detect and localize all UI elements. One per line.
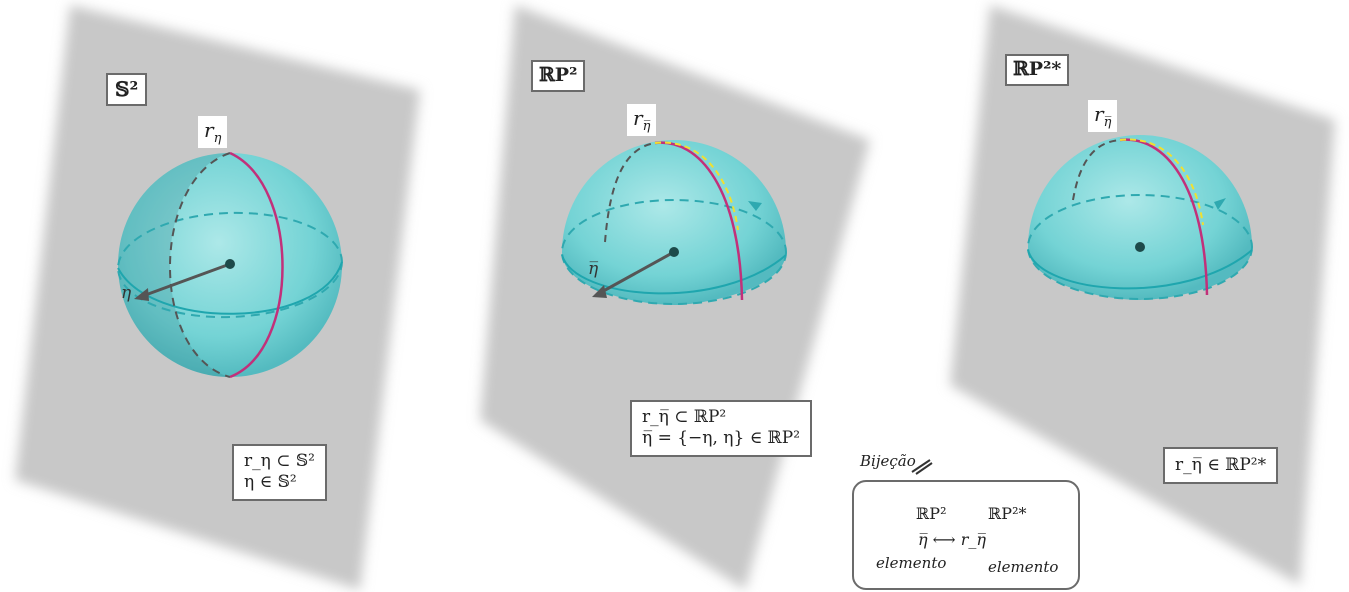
curve-label-2-base: r <box>633 106 643 130</box>
equator-3-back <box>1027 194 1253 300</box>
arrow-2 <box>748 201 762 211</box>
equator-2-front <box>561 254 787 295</box>
vector-2 <box>597 250 675 296</box>
arc-3-highlight <box>1119 138 1204 226</box>
space-label-rp2-text: ℝP² <box>539 64 578 86</box>
curve-label-3-base: r <box>1094 102 1104 126</box>
bijection-left-kind: elemento <box>876 554 947 572</box>
bijection-map: η̅ ⟷ r_η̅ <box>918 530 986 549</box>
great-circle-1-back <box>169 152 231 378</box>
panel-sphere <box>15 5 420 590</box>
bijection-box: ℝP² ℝP²* η̅ ⟷ r_η̅ elemento elemento <box>852 480 1080 590</box>
caption-2-line-1: r_η̅ ⊂ ℝP² <box>642 407 727 427</box>
arc-2-back <box>604 142 656 243</box>
caption-1: r_η ⊂ 𝕊² η ∈ 𝕊² <box>232 444 327 501</box>
bijection-right-kind: elemento <box>988 558 1059 576</box>
curve-label-1: rη <box>198 116 228 148</box>
equator-1-back <box>117 211 343 319</box>
vector-label-2-text: η̅ <box>588 259 599 279</box>
equator-3-front <box>1027 249 1253 290</box>
hemisphere-3 <box>1028 135 1252 300</box>
curve-label-2-sub: η̅ <box>642 119 651 134</box>
bijection-title: Bijeção <box>860 452 916 470</box>
great-circle-1 <box>229 151 284 379</box>
arc-2 <box>654 141 744 301</box>
bijection-title-text: Bijeção <box>860 452 916 470</box>
vector-2-head <box>592 285 607 298</box>
bijection-right-space: ℝP²* <box>988 504 1027 523</box>
space-label-rp2: ℝP² <box>531 60 586 92</box>
arc-3-back <box>1072 139 1121 201</box>
curve-label-2: rη̅ <box>627 104 657 136</box>
curve-label-1-sub: η <box>213 131 222 146</box>
arc-3 <box>1119 138 1209 296</box>
bijection-left-space: ℝP² <box>916 504 947 523</box>
arc-2-highlight <box>654 141 739 231</box>
bijection-mark-icon <box>911 459 933 475</box>
curve-label-1-base: r <box>204 118 214 142</box>
space-label-rp2-star-text: ℝP²* <box>1013 58 1062 80</box>
curve-label-3-sub: η̅ <box>1103 115 1112 130</box>
vector-1-head <box>134 288 149 301</box>
vector-label-2: η̅ <box>588 259 598 279</box>
hemisphere-2 <box>562 140 786 305</box>
caption-2: r_η̅ ⊂ ℝP² η̅ = {−η, η} ∈ ℝP² <box>630 400 813 457</box>
center-dot-2 <box>669 247 679 257</box>
panel-rp2 <box>480 5 870 590</box>
caption-3: r_η̅ ∈ ℝP²* <box>1163 447 1279 485</box>
sphere-1-shade <box>118 153 230 377</box>
caption-1-line-2: η ∈ 𝕊² <box>244 472 297 493</box>
space-label-rp2-star: ℝP²* <box>1005 54 1070 86</box>
curve-label-3: rη̅ <box>1088 100 1118 132</box>
equator-2-back <box>561 199 787 305</box>
caption-3-line-1: r_η̅ ∈ ℝP²* <box>1175 455 1267 475</box>
caption-1-line-1: r_η ⊂ 𝕊² <box>244 451 315 471</box>
equator-1-front <box>117 261 343 315</box>
space-label-s2: 𝕊² <box>106 73 148 106</box>
center-dot-3 <box>1135 242 1145 252</box>
vector-label-1-text: η <box>121 283 132 303</box>
vector-1 <box>139 262 231 299</box>
center-dot-1 <box>225 259 235 269</box>
vector-label-1: η <box>121 283 131 303</box>
arrow-3 <box>1214 198 1226 210</box>
space-label-s2-text: 𝕊² <box>115 77 139 101</box>
panel-rp2-star <box>950 5 1335 585</box>
caption-2-line-2: η̅ = {−η, η} ∈ ℝP² <box>642 428 801 449</box>
